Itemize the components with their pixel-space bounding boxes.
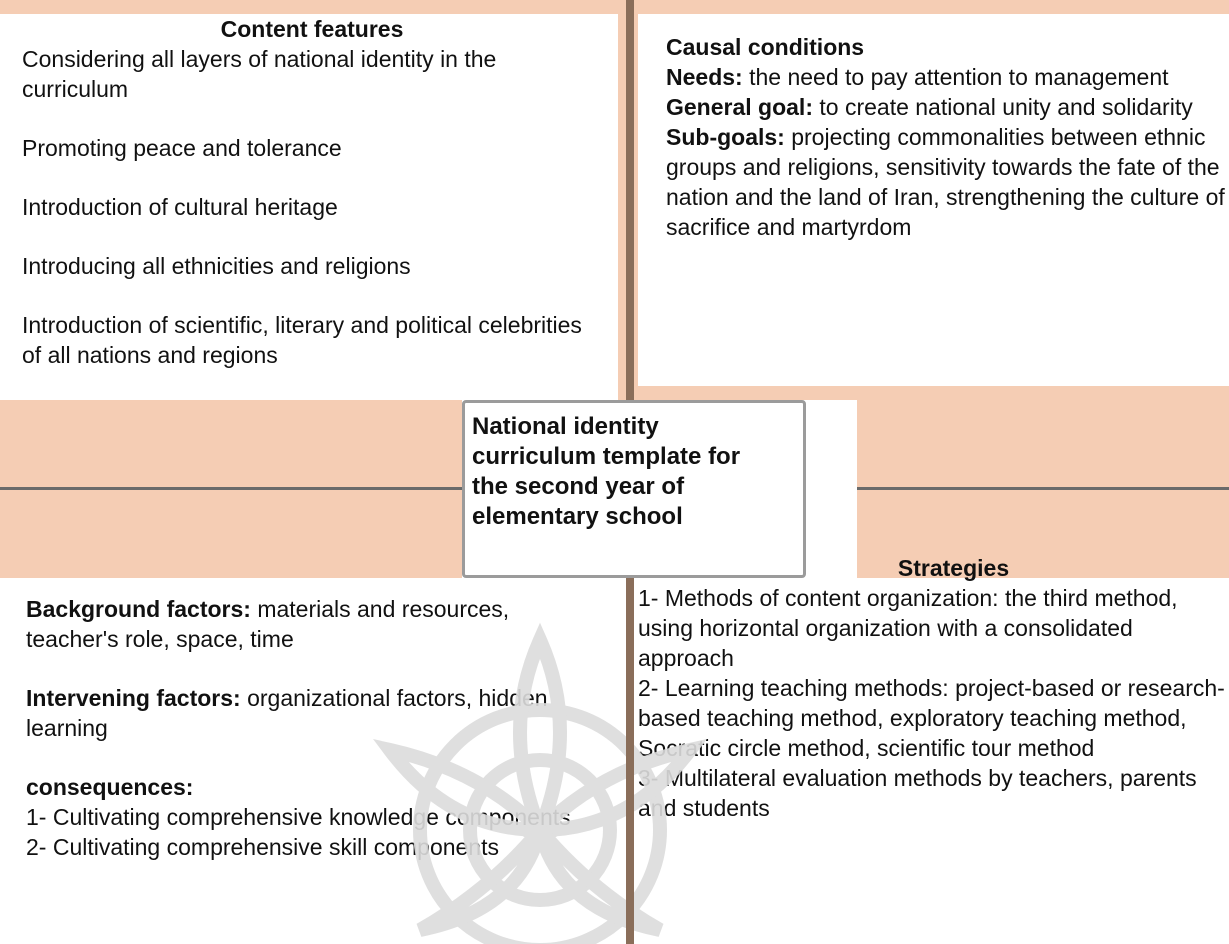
center-title-box: National identity curriculum template fo… (462, 400, 857, 578)
causal-conditions-heading: Causal conditions (666, 34, 865, 60)
causal-conditions-panel: Causal conditions Needs: the need to pay… (638, 14, 1229, 386)
needs-text: the need to pay attention to management (742, 64, 1169, 90)
center-title-line: National identity (472, 413, 659, 440)
background-factors-label: Background factors: (26, 596, 251, 622)
ornament-watermark-icon (373, 622, 707, 944)
general-goal-entry: General goal: to create national unity a… (666, 92, 1226, 122)
strategies-panel: Strategies 1- Methods of content organiz… (628, 555, 1229, 944)
sub-goals-entry: Sub-goals: projecting commonalities betw… (666, 122, 1226, 242)
intervening-factors-entry: Intervening factors: organizational fact… (26, 683, 586, 743)
content-features-heading: Content features (220, 16, 404, 42)
strategy-item: 3- Multilateral evaluation methods by te… (638, 765, 1197, 821)
strategy-item: 2- Learning teaching methods: project-ba… (638, 675, 1225, 761)
content-feature-item: Introduction of cultural heritage (22, 194, 338, 220)
background-factors-entry: Background factors: materials and resour… (26, 594, 586, 654)
strategies-heading: Strategies (897, 555, 1010, 581)
content-feature-item: Introduction of scientific, literary and… (22, 312, 582, 368)
sub-goals-text: projecting commonalities between ethnic … (666, 124, 1225, 240)
content-feature-item: Introducing all ethnicities and religion… (22, 253, 411, 279)
strategy-item: 1- Methods of content organization: the … (638, 585, 1178, 671)
sub-goals-label: Sub-goals: (666, 124, 785, 150)
content-feature-item: Considering all layers of national ident… (22, 46, 497, 102)
general-goal-text: to create national unity and solidarity (812, 94, 1193, 120)
background-factors-text: materials and resources, teacher's role,… (26, 596, 510, 652)
center-title-line: curriculum template for (472, 443, 741, 470)
center-title-line: the second year of (472, 473, 685, 500)
horizontal-divider-right (857, 487, 1229, 490)
needs-entry: Needs: the need to pay attention to mana… (666, 62, 1226, 92)
center-title-line: elementary school (472, 503, 683, 530)
content-feature-item: Promoting peace and tolerance (22, 135, 342, 161)
center-title-frame (462, 400, 806, 578)
intervening-factors-text: organizational factors, hidden learning (26, 685, 548, 741)
horizontal-divider-left (0, 487, 462, 490)
content-features-panel: Content features Considering all layers … (0, 14, 618, 400)
needs-label: Needs: (666, 64, 743, 90)
intervening-factors-label: Intervening factors: (26, 685, 241, 711)
general-goal-label: General goal: (666, 94, 813, 120)
consequences-label: consequences: (26, 774, 194, 800)
